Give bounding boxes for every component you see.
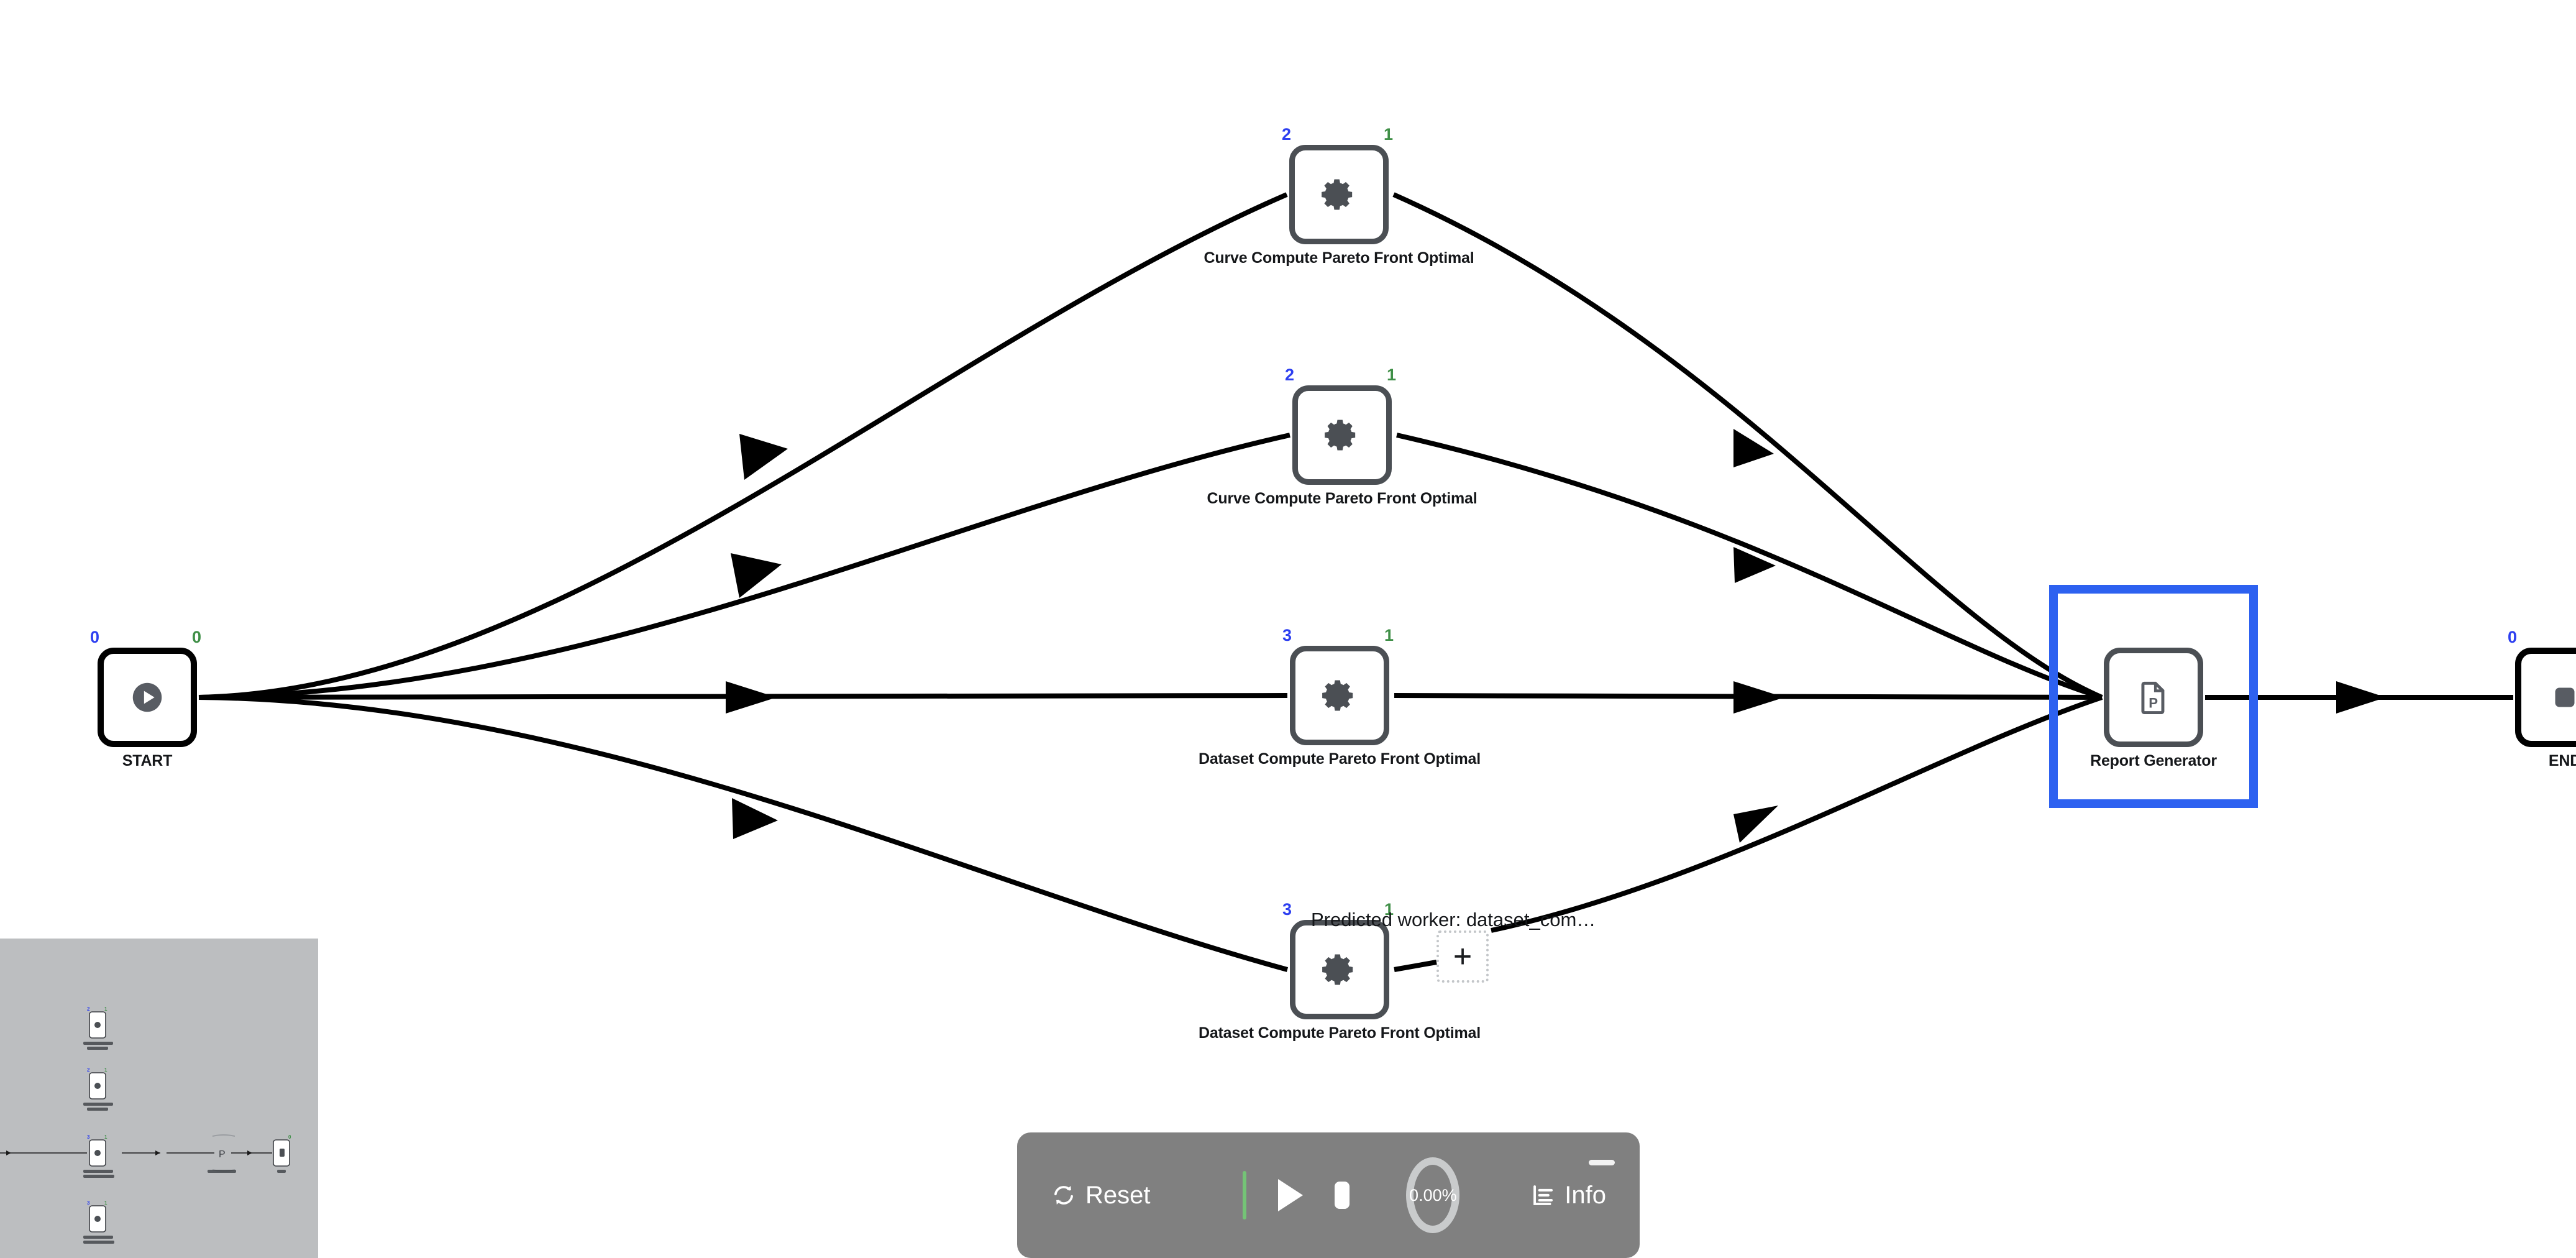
info-button[interactable]: Info: [1530, 1182, 1606, 1210]
gear-icon: [1322, 954, 1353, 985]
gear-icon: [1322, 680, 1353, 711]
node-end-label: END: [2548, 752, 2576, 769]
svg-text:1: 1: [104, 1134, 107, 1140]
node-curve-1-label: Curve Compute Pareto Front Optimal: [1204, 249, 1474, 267]
node-start-badge-out: 0: [192, 628, 202, 646]
svg-text:P: P: [219, 1149, 226, 1160]
node-curve-1-badge-out: 1: [1384, 125, 1394, 144]
predicted-worker-tooltip: Predicted worker: dataset_com…: [1311, 909, 1596, 930]
reset-label: Reset: [1085, 1181, 1151, 1209]
refresh-icon: [1054, 1185, 1073, 1205]
node-end-badge-in: 0: [2508, 628, 2518, 646]
svg-text:2: 2: [87, 1067, 90, 1073]
list-chart-icon: [1533, 1185, 1553, 1205]
minimap-content: P 2 1 2 1 3 1 3 1 0: [0, 1006, 291, 1244]
node-dataset-2-box[interactable]: [1290, 920, 1389, 1019]
node-start-label: START: [122, 752, 173, 769]
node-dataset-2-badge-in: 3: [1282, 900, 1292, 919]
node-curve-2-badge-out: 1: [1387, 365, 1397, 384]
minimap-panel[interactable]: P 2 1 2 1 3 1 3 1 0: [0, 939, 318, 1258]
info-label: Info: [1564, 1181, 1606, 1209]
node-dataset-1-box[interactable]: [1290, 646, 1389, 745]
svg-text:3: 3: [87, 1200, 90, 1206]
minimize-icon[interactable]: [1589, 1160, 1615, 1165]
svg-text:3: 3: [87, 1134, 90, 1140]
node-dataset-2-label: Dataset Compute Pareto Front Optimal: [1199, 1024, 1481, 1042]
node-end-box[interactable]: [2515, 648, 2576, 747]
node-dataset-1-badge-out: 1: [1384, 626, 1394, 645]
stop-button[interactable]: [1334, 1182, 1350, 1209]
gear-icon: [1325, 420, 1356, 451]
add-node-placeholder[interactable]: +: [1436, 930, 1489, 983]
node-dataset-1-label: Dataset Compute Pareto Front Optimal: [1199, 750, 1481, 768]
node-start-box[interactable]: [98, 648, 197, 747]
svg-text:1: 1: [104, 1006, 107, 1012]
plus-icon: +: [1453, 939, 1473, 975]
node-curve-2-box[interactable]: [1292, 385, 1392, 485]
svg-text:1: 1: [104, 1067, 107, 1073]
node-dataset-2-badge-out: 1: [1384, 900, 1394, 919]
progress-value: 0.00%: [1409, 1185, 1457, 1205]
stop-square-icon: [2555, 687, 2575, 707]
node-curve-2-label: Curve Compute Pareto Front Optimal: [1207, 490, 1478, 507]
play-circle-icon: [132, 682, 162, 712]
node-selection-ring: [2049, 585, 2258, 808]
status-divider: [1242, 1171, 1246, 1219]
node-curve-1-badge-in: 2: [1282, 125, 1292, 144]
play-button[interactable]: [1277, 1179, 1303, 1211]
node-report-generator-box[interactable]: P: [2104, 648, 2203, 747]
node-dataset-1-badge-in: 3: [1282, 626, 1292, 645]
node-start-badge-in: 0: [90, 628, 100, 646]
svg-text:0: 0: [288, 1134, 291, 1140]
playback-toolbar[interactable]: Reset 0.00% Info: [1017, 1132, 1640, 1258]
document-p-icon: P: [2141, 681, 2165, 714]
gear-icon: [1322, 179, 1353, 210]
progress-indicator[interactable]: 0.00%: [1406, 1157, 1460, 1233]
svg-text:P: P: [2149, 695, 2158, 710]
reset-button[interactable]: Reset: [1051, 1182, 1151, 1210]
node-curve-2-badge-in: 2: [1285, 365, 1295, 384]
svg-text:2: 2: [87, 1006, 90, 1012]
node-curve-1-box[interactable]: [1289, 145, 1389, 244]
svg-text:1: 1: [104, 1200, 107, 1206]
node-report-generator-label: Report Generator: [2090, 752, 2217, 769]
